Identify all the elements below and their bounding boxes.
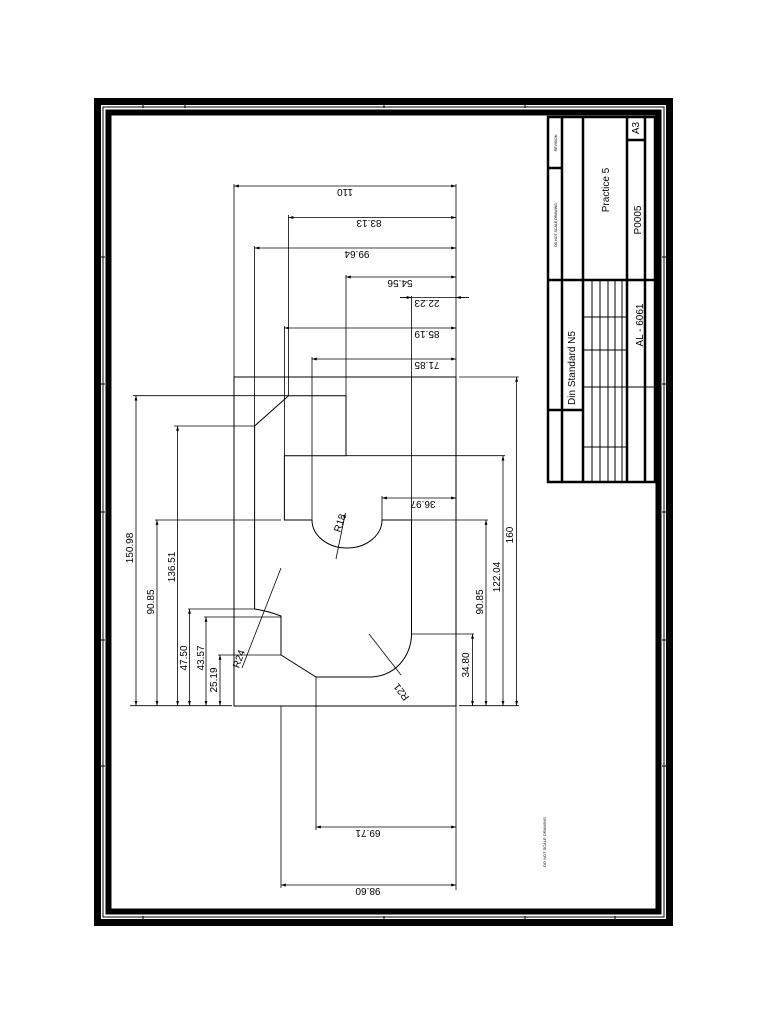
dim-text: 90.85 bbox=[146, 589, 157, 614]
leader-r24 bbox=[241, 567, 282, 669]
dim-text: 25.19 bbox=[209, 667, 220, 692]
dim-text: 34.80 bbox=[461, 652, 472, 677]
thin-border bbox=[102, 106, 665, 918]
dimension-lines bbox=[134, 184, 519, 887]
radius-text: R21 bbox=[392, 681, 412, 703]
dim-text: 90.85 bbox=[475, 589, 486, 614]
extension-lines bbox=[130, 184, 519, 890]
dim-text: 43.57 bbox=[196, 645, 207, 670]
dim-text: 54.56 bbox=[387, 277, 412, 288]
dim-text: 71.85 bbox=[414, 359, 439, 370]
outer-border bbox=[94, 98, 673, 926]
dim-text: 136.51 bbox=[167, 551, 178, 582]
dim-text: 36.97 bbox=[410, 498, 435, 509]
dim-text: 122.04 bbox=[492, 561, 503, 592]
leader-r21 bbox=[368, 633, 402, 676]
leader-r18 bbox=[335, 512, 346, 560]
part-outline bbox=[233, 376, 457, 707]
dimension-texts: 110 83.13 99.64 54.56 22.23 85.19 71.85 … bbox=[125, 186, 516, 896]
dim-text: 160 bbox=[505, 526, 516, 543]
dim-text: 110 bbox=[337, 186, 353, 197]
dim-text: 85.19 bbox=[414, 328, 439, 339]
drawing-title: Practice 5 bbox=[601, 167, 612, 212]
dim-text: 98.60 bbox=[355, 885, 380, 896]
drawing-number: P0005 bbox=[633, 205, 644, 234]
dim-text: 150.98 bbox=[125, 532, 136, 563]
dim-text: 99.64 bbox=[344, 248, 369, 259]
sheet-note: DO NOT SCALE DRAWING bbox=[542, 817, 547, 867]
title-block: Practice 5 P0005 A3 AL - 6061 Din Standa… bbox=[546, 115, 657, 484]
sheet-size: A3 bbox=[631, 121, 642, 134]
drawing-frame bbox=[94, 98, 673, 926]
inner-border bbox=[105, 109, 662, 915]
dim-text: 69.71 bbox=[355, 827, 380, 838]
revision-label: REVISION bbox=[554, 134, 558, 151]
scale-note: DO NOT SCALE DRAWING bbox=[554, 203, 558, 247]
stock-rectangle bbox=[233, 376, 457, 707]
dim-text: 47.50 bbox=[179, 645, 190, 670]
standard: Din Standard N5 bbox=[567, 331, 578, 405]
dim-text: 22.23 bbox=[414, 297, 439, 308]
material: AL - 6061 bbox=[635, 303, 646, 346]
radius-text: R18 bbox=[333, 512, 349, 533]
part-profile bbox=[254, 395, 412, 678]
dim-text: 83.13 bbox=[356, 217, 381, 228]
zone-ticks bbox=[101, 104, 666, 920]
